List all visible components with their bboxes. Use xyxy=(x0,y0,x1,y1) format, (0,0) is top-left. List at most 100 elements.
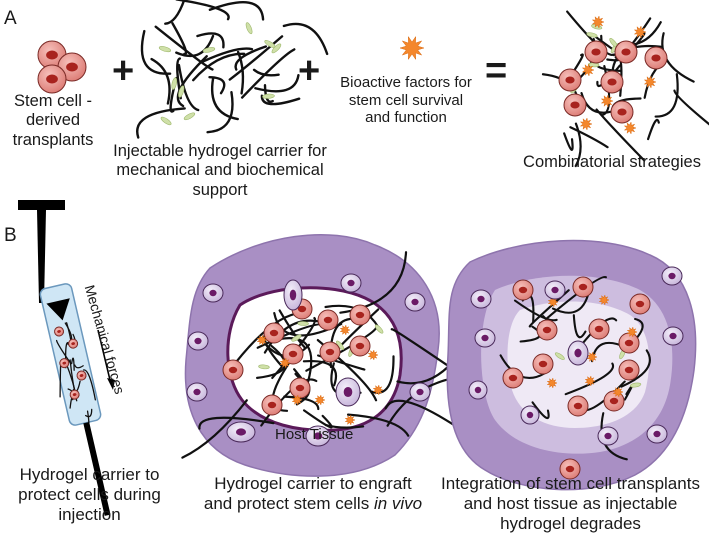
hydrogel-fiber xyxy=(74,364,84,369)
hydrogel-fiber xyxy=(574,122,582,168)
host-cell-nucleus xyxy=(574,348,582,358)
crosslinker xyxy=(258,364,270,370)
host-cell-nucleus xyxy=(477,295,485,303)
bioactive-factor xyxy=(339,324,351,336)
stem-cell-nucleus xyxy=(594,325,604,333)
bioactive-factor xyxy=(591,15,605,29)
stem-cell-nucleus xyxy=(46,74,58,84)
stem-cell-nucleus xyxy=(323,316,333,324)
host-cell-nucleus xyxy=(653,430,661,438)
stem-cell-nucleus xyxy=(269,329,279,337)
stem-cell-nucleus xyxy=(518,286,528,294)
stem-cell-nucleus xyxy=(651,54,661,62)
host-cell-nucleus xyxy=(474,386,482,394)
stem-cell-nucleus xyxy=(624,339,634,347)
stem-cell-nucleus xyxy=(565,76,575,84)
hydrogel-fiber xyxy=(563,132,574,151)
stem-cell-nucleus xyxy=(295,384,305,392)
stem-cell-nucleus xyxy=(228,366,238,374)
hydrogel-fiber xyxy=(175,0,230,21)
syringe-icon xyxy=(18,200,115,516)
hydrogel-fiber xyxy=(384,399,455,426)
hydrogel-fiber xyxy=(208,1,265,21)
host-tissue-label: Host Tissue xyxy=(275,426,354,443)
hydrogel-fiber xyxy=(254,73,300,93)
bioactive-factor xyxy=(598,294,610,306)
host-cell-nucleus xyxy=(194,337,202,345)
engraft-scene xyxy=(181,233,460,477)
bioactive-factor xyxy=(579,117,593,131)
hydrogel-fiber xyxy=(150,57,171,105)
crosslinker xyxy=(291,334,302,342)
hydrogel-carrier-label: Injectable hydrogel carrier for mechanic… xyxy=(113,142,327,199)
hydrogel-fiber xyxy=(211,76,239,121)
hydrogel-fiber xyxy=(82,369,97,401)
stem-cell-nucleus xyxy=(71,342,75,346)
stem-cell-nucleus xyxy=(617,108,627,116)
hydrogel-fiber xyxy=(136,107,186,139)
host-cell-nucleus xyxy=(604,432,612,440)
hydrogel-fiber xyxy=(181,399,248,459)
stem-cell-nucleus xyxy=(591,48,601,56)
bioactive-factor xyxy=(547,296,559,308)
stem-cell-nucleus xyxy=(607,78,617,86)
panel-b-label: B xyxy=(4,225,17,246)
hydrogel-network-b xyxy=(181,251,460,459)
crosslinker xyxy=(183,112,196,121)
integration-caption: Integration of stem cell transplants and… xyxy=(441,474,700,534)
hydrogel-fiber xyxy=(55,339,72,365)
hydrogel-fiber xyxy=(177,63,200,112)
hydrogel-fiber xyxy=(647,118,660,141)
stem-cell-nucleus xyxy=(609,397,619,405)
crosslinker xyxy=(586,32,598,38)
plus-operator-1: + xyxy=(112,50,135,92)
host-cell-nucleus xyxy=(551,286,559,294)
stem-cell-nucleus xyxy=(573,402,583,410)
crosslinker xyxy=(554,352,565,360)
hydrogel-network-c xyxy=(468,266,684,480)
hydrogel-fiber xyxy=(208,76,226,95)
hydrogel-fiber xyxy=(390,328,460,375)
hydrogel-fiber xyxy=(569,126,609,149)
stem-cell-nucleus xyxy=(508,374,518,382)
crosslinker xyxy=(271,43,282,54)
host-cell-nucleus xyxy=(193,388,201,396)
hydrogel-fiber xyxy=(346,413,410,437)
hydrogel-fiber xyxy=(164,0,186,25)
host-cell-nucleus xyxy=(347,279,355,287)
hydrogel-fiber xyxy=(154,25,214,71)
stem-cell-nucleus xyxy=(267,401,277,409)
host-cell-nucleus xyxy=(481,334,489,342)
crosslinker xyxy=(629,382,642,388)
engraft-caption-text: Hydrogel carrier to engraft and protect … xyxy=(203,474,412,514)
hydrogel-fiber xyxy=(202,47,254,63)
crosslinker xyxy=(374,324,384,334)
crosslinker xyxy=(158,46,172,53)
plus-operator-2: + xyxy=(298,50,321,92)
hydrogel-implant-site xyxy=(226,286,403,432)
bioactive-factors-label: Bioactive factors for stem cell survival… xyxy=(340,74,472,127)
hydrogel-network-a xyxy=(136,0,329,139)
stem-cell-nucleus xyxy=(355,311,365,319)
bioactive-factor xyxy=(399,35,425,61)
hydrogel-fiber xyxy=(302,409,333,429)
engraft-caption-italic: in vivo xyxy=(373,494,423,514)
bioactive-factor xyxy=(367,349,379,361)
hydrogel-fiber xyxy=(513,299,558,322)
combinatorial-strategies-label: Combinatorial strategies xyxy=(523,153,701,171)
stem-cell-cluster xyxy=(37,40,87,94)
bioactive-factor xyxy=(314,394,326,406)
hydrogel-fiber xyxy=(206,90,234,134)
bioactive-factor-icon xyxy=(399,35,425,61)
bioactive-factor xyxy=(546,377,558,389)
hydrogel-fiber xyxy=(564,362,615,396)
stem-cell-nucleus xyxy=(355,342,365,350)
hydrogel-fiber xyxy=(191,52,246,82)
hydrogel-fiber xyxy=(661,32,695,83)
hydrogel-fiber xyxy=(240,48,296,99)
bioactive-factor xyxy=(584,375,596,387)
bioactive-factor xyxy=(626,326,638,338)
host-cell-nucleus xyxy=(411,298,419,306)
hydrogel-fiber xyxy=(260,94,301,106)
bioactive-factor xyxy=(291,394,303,406)
